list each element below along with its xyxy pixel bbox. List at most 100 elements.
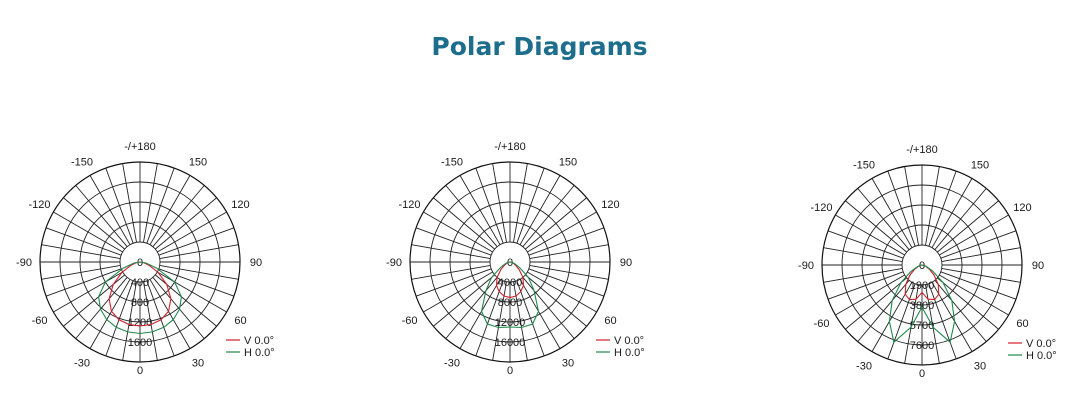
grid-spoke [433,274,495,327]
grid-spoke [941,268,1021,283]
grid-spoke [528,268,605,297]
grid-spoke [940,271,1017,300]
angle-label: 150 [971,160,989,172]
angle-label: -90 [798,260,814,272]
grid-spoke [158,227,235,256]
grid-spoke [928,170,957,247]
grid-spoke [857,188,910,250]
angle-label: -120 [811,202,833,214]
grid-spoke [159,244,239,259]
grid-spoke [149,279,191,349]
grid-spoke [827,271,904,300]
angle-label: -60 [402,315,418,327]
angle-label: 90 [250,257,262,269]
grid-spoke [904,284,919,364]
grid-spoke [423,211,493,253]
angle-label: 60 [1016,318,1028,330]
grid-spoke [934,280,987,342]
radial-tick-label: 5700 [910,320,934,332]
angle-label: 90 [620,257,632,269]
angle-label: 30 [974,360,986,372]
legend-label: H 0.0° [614,347,645,359]
angle-label: -120 [29,199,51,211]
angle-label: 120 [601,199,619,211]
grid-spoke [423,271,493,313]
grid-spoke [75,185,128,247]
angle-label: -90 [16,257,32,269]
grid-spoke [53,211,123,253]
grid-spoke [475,280,504,357]
angle-label: -30 [74,357,90,369]
angle-label: 150 [559,157,577,169]
grid-spoke [157,271,227,313]
grid-spoke [522,185,575,247]
angle-label: -120 [399,199,421,211]
grid-spoke [516,280,545,357]
angle-label: -30 [444,357,460,369]
grid-spoke [904,166,919,246]
grid-spoke [513,281,528,361]
grid-spoke [835,274,905,316]
angle-label: 60 [604,315,616,327]
grid-spoke [492,281,507,361]
radial-tick-label: 7600 [910,340,934,352]
angle-label: 120 [231,199,249,211]
grid-spoke [528,227,605,256]
angle-label: 60 [234,315,246,327]
grid-spoke [857,280,910,342]
radial-tick-label: 800 [131,297,149,309]
grid-spoke [143,281,158,361]
angle-label: -90 [386,257,402,269]
grid-spoke [823,247,903,262]
page-title: Polar Diagrams [431,32,648,61]
legend: V 0.0°H 0.0° [226,335,275,359]
grid-spoke [45,227,122,256]
grid-spoke [152,185,205,247]
legend: V 0.0°H 0.0° [1008,338,1057,362]
grid-spoke [433,197,495,250]
radial-tick-label: 4000 [498,277,522,289]
grid-spoke [827,230,904,259]
radial-tick-label: 1900 [910,280,934,292]
grid-spoke [411,265,491,280]
grid-spoke [928,283,957,360]
grid-spoke [925,284,940,364]
grid-spoke [527,211,597,253]
grid-spoke [529,244,609,259]
grid-spoke [475,167,504,244]
grid-spoke [887,170,916,247]
grid-spoke [415,227,492,256]
radial-tick-label: 12000 [495,317,526,329]
grid-spoke [941,247,1021,262]
grid-spoke [411,244,491,259]
series-line-h [98,261,182,335]
angle-label: -/+180 [906,144,938,156]
grid-spoke [41,265,121,280]
grid-spoke [105,280,134,357]
angle-label: -150 [441,157,463,169]
grid-spoke [146,167,175,244]
grid-spoke [122,281,137,361]
radial-tick-label: 1200 [128,317,152,329]
grid-spoke [519,175,561,245]
grid-spoke [89,279,131,349]
grid-spoke [459,175,501,245]
grid-spoke [445,277,498,339]
angle-label: 0 [507,365,513,377]
angle-label: -60 [814,318,830,330]
angle-label: -/+180 [494,141,526,153]
polar-grid [821,164,1023,366]
grid-spoke [527,271,597,313]
grid-spoke [415,268,492,297]
angle-label: 0 [507,257,513,269]
grid-spoke [105,167,134,244]
grid-spoke [525,274,587,327]
grid-spoke [845,277,907,330]
legend-label: H 0.0° [1026,350,1057,362]
grid-spoke [75,277,128,339]
series-line-v [108,261,172,327]
grid-spoke [939,274,1009,316]
series-line-h [480,261,540,329]
grid-spoke [525,197,587,250]
